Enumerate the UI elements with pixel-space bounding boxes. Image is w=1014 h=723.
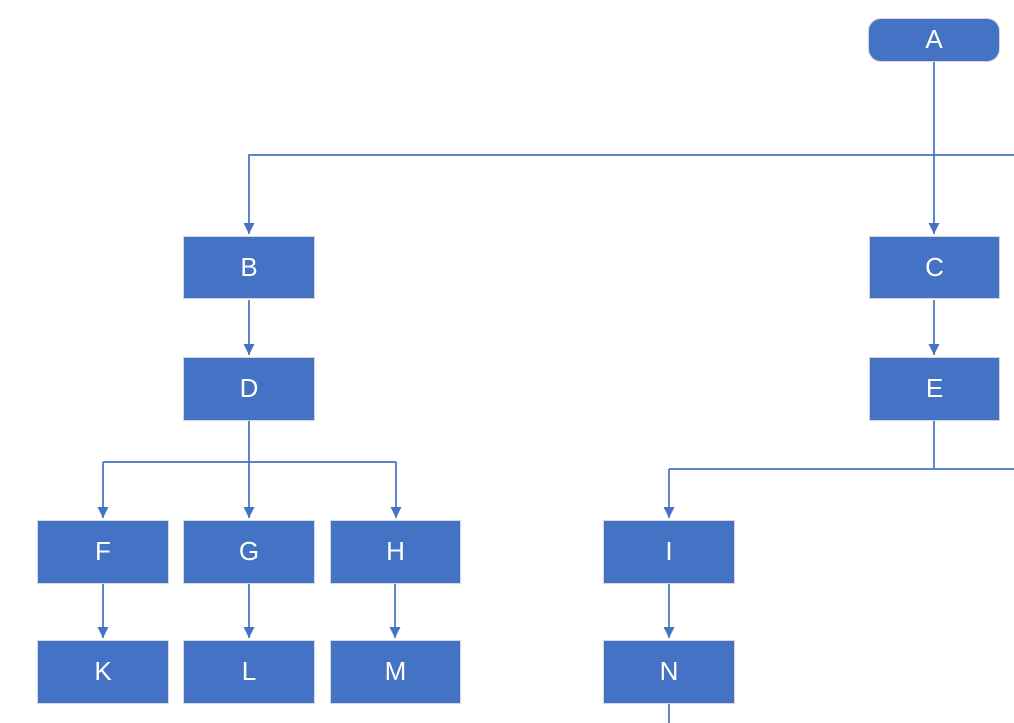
- node-D[interactable]: D: [183, 357, 315, 421]
- node-A[interactable]: A: [868, 18, 1000, 62]
- node-L[interactable]: L: [183, 640, 315, 704]
- node-D-label: D: [239, 373, 259, 403]
- node-F-label: F: [95, 536, 111, 566]
- node-H[interactable]: H: [330, 520, 461, 584]
- node-A-label: A: [925, 24, 943, 54]
- node-F[interactable]: F: [37, 520, 169, 584]
- node-K-label: K: [94, 656, 112, 686]
- node-I-label: I: [665, 536, 673, 566]
- node-C-label: C: [925, 251, 944, 282]
- node-M[interactable]: M: [330, 640, 461, 704]
- node-C[interactable]: C: [869, 236, 1000, 299]
- node-N[interactable]: N: [603, 640, 735, 704]
- node-G[interactable]: G: [183, 520, 315, 584]
- node-E[interactable]: E: [869, 357, 1000, 421]
- node-G-label: G: [238, 536, 260, 566]
- node-L-label: L: [241, 656, 257, 686]
- node-N-label: N: [659, 656, 679, 686]
- node-B[interactable]: B: [183, 236, 315, 299]
- node-E-label: E: [925, 373, 944, 403]
- node-K[interactable]: K: [37, 640, 169, 704]
- node-B-label: B: [240, 251, 258, 282]
- node-M-label: M: [384, 656, 407, 686]
- node-H-label: H: [386, 536, 405, 566]
- node-I[interactable]: I: [603, 520, 735, 584]
- edge-a-b: [243, 154, 1014, 234]
